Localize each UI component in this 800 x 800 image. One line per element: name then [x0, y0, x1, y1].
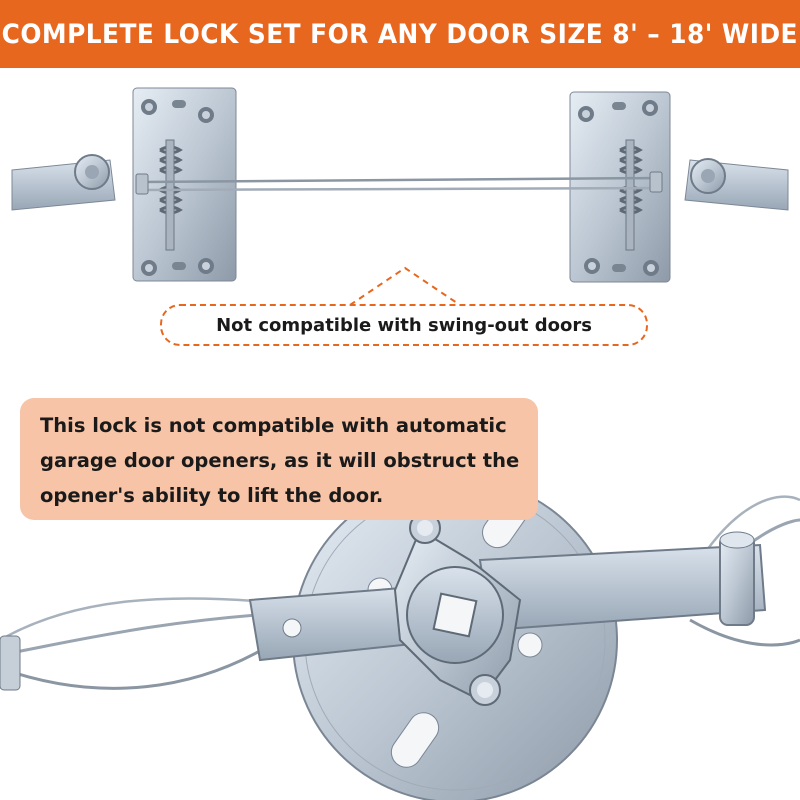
banner-title: COMPLETE LOCK SET FOR ANY DOOR SIZE 8' –…	[1, 18, 799, 50]
swing-out-warning-callout: Not compatible with swing-out doors	[160, 304, 648, 346]
opener-warning-text: This lock is not compatible with automat…	[40, 414, 520, 507]
opener-warning-note: This lock is not compatible with automat…	[20, 398, 538, 520]
lock-mechanism-closeup-photo	[0, 477, 800, 800]
lock-set-product-photo	[11, 87, 789, 283]
top-banner: COMPLETE LOCK SET FOR ANY DOOR SIZE 8' –…	[0, 0, 800, 68]
swing-out-warning-text: Not compatible with swing-out doors	[216, 314, 592, 336]
